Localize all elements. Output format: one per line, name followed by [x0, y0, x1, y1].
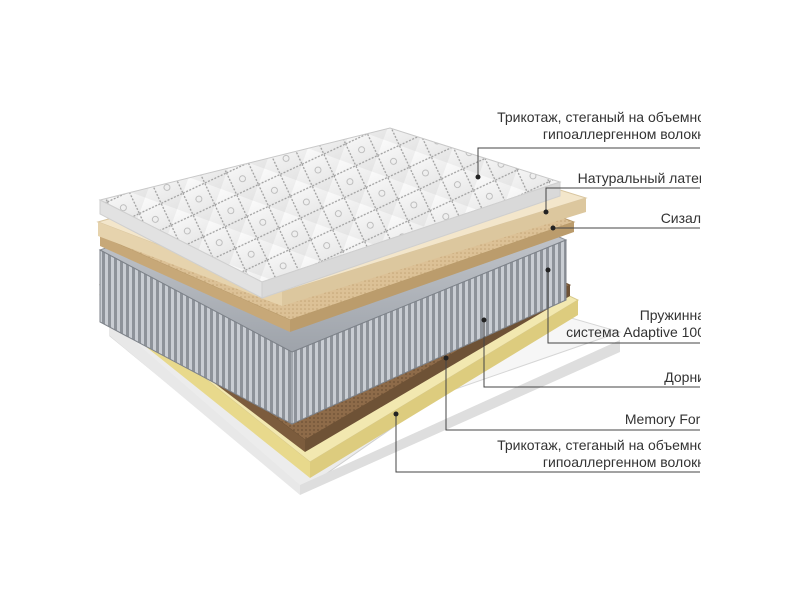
leader-dot-top-cover	[475, 174, 481, 180]
labels-area: Трикотаж, стеганый на объемно гипоаллерг…	[497, 109, 701, 471]
label-line: Сизал	[660, 210, 701, 226]
label-line: Трикотаж, стеганый на объемно	[497, 437, 701, 453]
leader-line-memory-foam	[445, 358, 700, 431]
leader-line-bottom-cover	[395, 414, 700, 473]
leader-line-top-cover	[477, 147, 700, 177]
leader-dot-springs	[545, 267, 551, 273]
leader-dot-coconut	[481, 317, 487, 323]
label-line: гипоаллергенном волокн	[542, 126, 701, 142]
label-line: Memory Forr	[624, 411, 701, 427]
label-latex: Натуральный латек	[578, 170, 701, 187]
label-top-cover: Трикотаж, стеганый на объемно гипоаллерг…	[497, 109, 701, 143]
leader-line-latex	[545, 187, 700, 212]
layer-top-cover	[98, 127, 562, 299]
label-line: Натуральный латек	[577, 170, 701, 186]
label-line: Дорни	[664, 369, 701, 385]
leader-line-coconut	[483, 320, 700, 388]
label-line: гипоаллергенном волокн	[542, 454, 701, 470]
leader-dot-sisal	[550, 225, 556, 231]
leader-dot-latex	[543, 209, 549, 215]
leader-dot-bottom-cover	[393, 411, 399, 417]
leader-dots	[393, 174, 556, 417]
label-memory-foam: Memory Forr	[625, 411, 701, 428]
label-springs: Пружинна система Adaptive 100	[566, 307, 701, 341]
label-sisal: Сизал	[661, 210, 701, 227]
label-coconut: Дорни	[664, 369, 701, 386]
label-line: Пружинна	[639, 307, 701, 323]
leader-line-springs	[547, 270, 700, 344]
leader-lines	[395, 147, 700, 473]
label-line: система Adaptive 100	[566, 324, 701, 340]
leader-dot-memory-foam	[443, 355, 449, 361]
label-line: Трикотаж, стеганый на объемно	[497, 109, 701, 125]
label-bottom-cover: Трикотаж, стеганый на объемно гипоаллерг…	[497, 437, 701, 471]
